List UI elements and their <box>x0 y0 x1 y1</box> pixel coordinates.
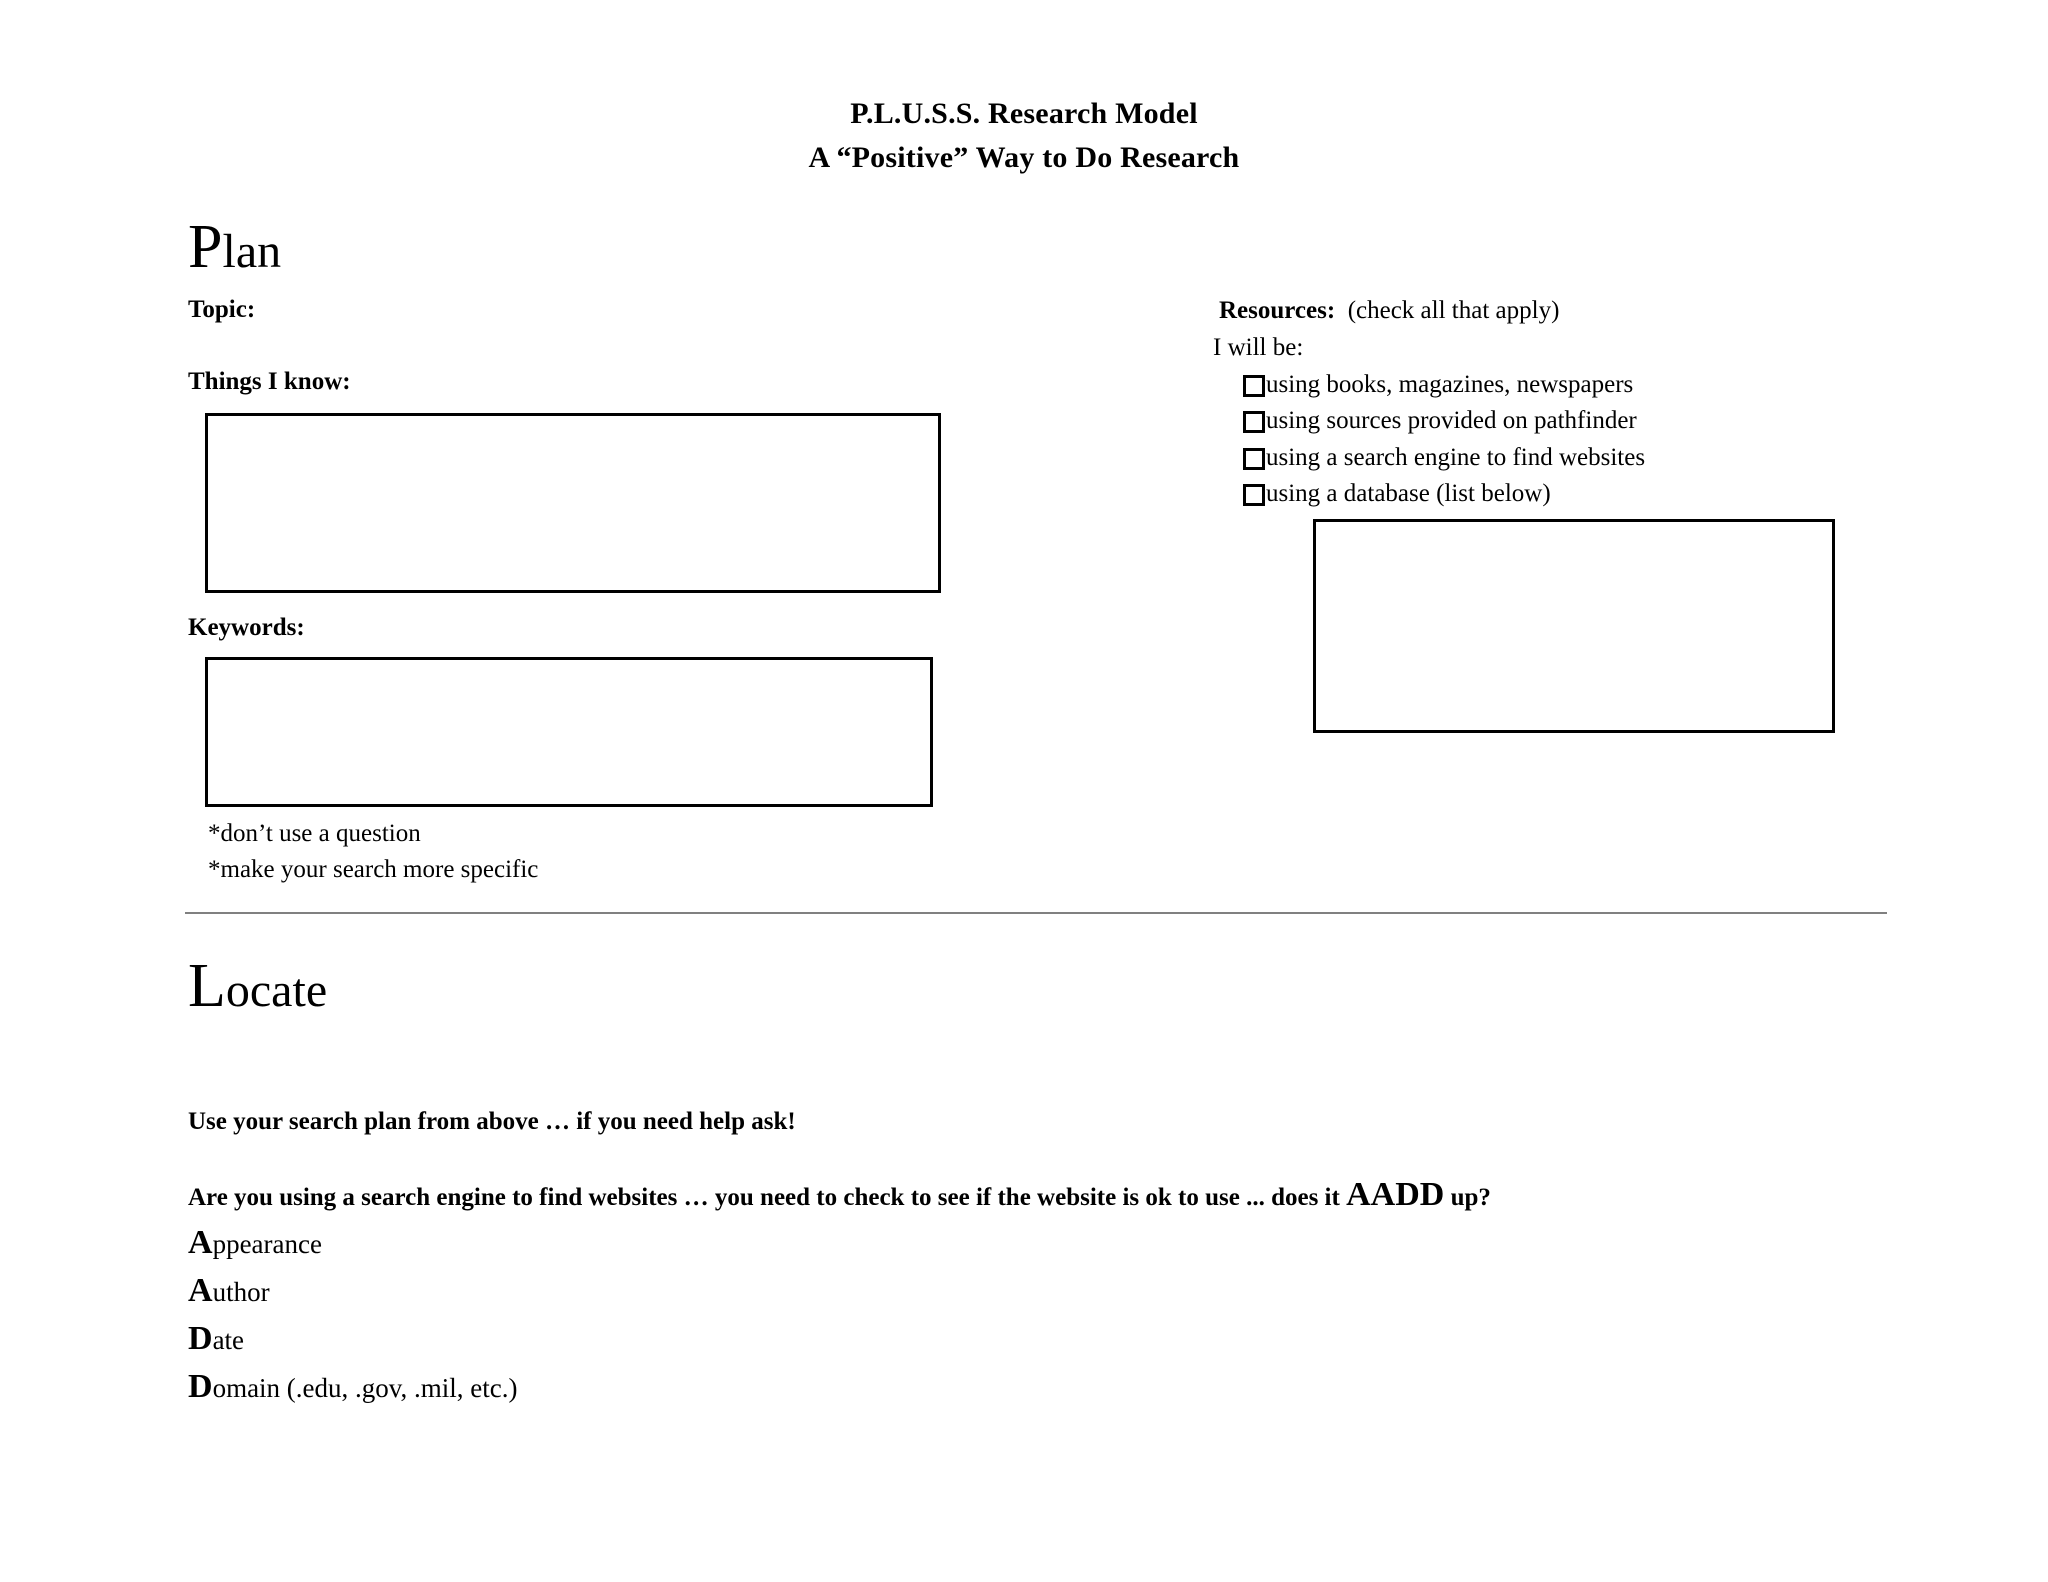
aadd-item-appearance: Appearance <box>188 1226 322 1260</box>
aadd-item-domain: Domain (.edu, .gov, .mil, etc.) <box>188 1370 518 1404</box>
section-divider <box>185 912 1887 914</box>
locate-instruction-aadd-after: up? <box>1444 1184 1491 1211</box>
checkbox-icon[interactable] <box>1243 484 1265 506</box>
resources-header: Resources: (check all that apply) <box>1219 297 1559 325</box>
resource-option-search-engine[interactable]: using a search engine to find websites <box>1243 443 1645 473</box>
keyword-note-2: *make your search more specific <box>208 856 539 883</box>
aadd-item-rest: ppearance <box>212 1229 322 1259</box>
resource-option-label: using a search engine to find websites <box>1266 444 1646 471</box>
document-title-line-1: P.L.U.S.S. Research Model <box>850 97 1198 130</box>
document-title-line-2: A “Positive” Way to Do Research <box>808 141 1240 174</box>
aadd-item-rest: omain (.edu, .gov, .mil, etc.) <box>212 1373 518 1403</box>
aadd-item-rest: uthor <box>212 1277 270 1307</box>
aadd-item-capital: A <box>188 1272 213 1309</box>
aadd-item-rest: ate <box>212 1325 245 1355</box>
resources-label: Resources: <box>1219 297 1336 324</box>
keywords-label: Keywords: <box>188 614 305 641</box>
aadd-item-capital: D <box>188 1368 213 1405</box>
resource-option-database[interactable]: using a database (list below) <box>1243 479 1551 509</box>
document-title-block: P.L.U.S.S. Research Model A “Positive” W… <box>0 92 2048 180</box>
resource-option-label: using a database (list below) <box>1266 480 1551 507</box>
plan-heading-rest: lan <box>222 225 282 278</box>
aadd-item-capital: D <box>188 1320 213 1357</box>
plan-heading-capital: P <box>188 213 223 281</box>
locate-heading-rest: ocate <box>225 964 328 1017</box>
aadd-item-author: Author <box>188 1274 270 1308</box>
plan-section-heading: Plan <box>188 216 281 283</box>
resource-option-books[interactable]: using books, magazines, newspapers <box>1243 370 1633 400</box>
resource-option-label: using books, magazines, newspapers <box>1266 371 1634 398</box>
resources-instruction: (check all that apply) <box>1347 297 1560 324</box>
locate-instruction-aadd-before: Are you using a search engine to find we… <box>188 1184 1347 1211</box>
locate-heading-capital: L <box>188 952 226 1020</box>
checkbox-icon[interactable] <box>1243 411 1265 433</box>
aadd-item-date: Date <box>188 1322 245 1356</box>
checkbox-icon[interactable] <box>1243 448 1265 470</box>
things-i-know-input-box[interactable] <box>205 413 941 593</box>
resources-lead-in: I will be: <box>1213 334 1304 361</box>
resource-option-pathfinder[interactable]: using sources provided on pathfinder <box>1243 406 1637 436</box>
locate-section-heading: Locate <box>188 955 327 1022</box>
topic-label: Topic: <box>188 296 256 323</box>
keywords-input-box[interactable] <box>205 657 933 807</box>
checkbox-icon[interactable] <box>1243 375 1265 397</box>
resources-spacer <box>1335 297 1348 324</box>
database-list-input-box[interactable] <box>1313 519 1835 733</box>
aadd-item-capital: A <box>188 1224 213 1261</box>
locate-instruction-aadd-emphasis: AADD <box>1346 1176 1445 1213</box>
resource-option-label: using sources provided on pathfinder <box>1266 407 1637 434</box>
locate-instruction-search-plan: Use your search plan from above … if you… <box>188 1108 796 1135</box>
keyword-note-1: *don’t use a question <box>208 820 421 847</box>
locate-instruction-aadd: Are you using a search engine to find we… <box>188 1178 1491 1213</box>
things-i-know-label: Things I know: <box>188 368 351 395</box>
